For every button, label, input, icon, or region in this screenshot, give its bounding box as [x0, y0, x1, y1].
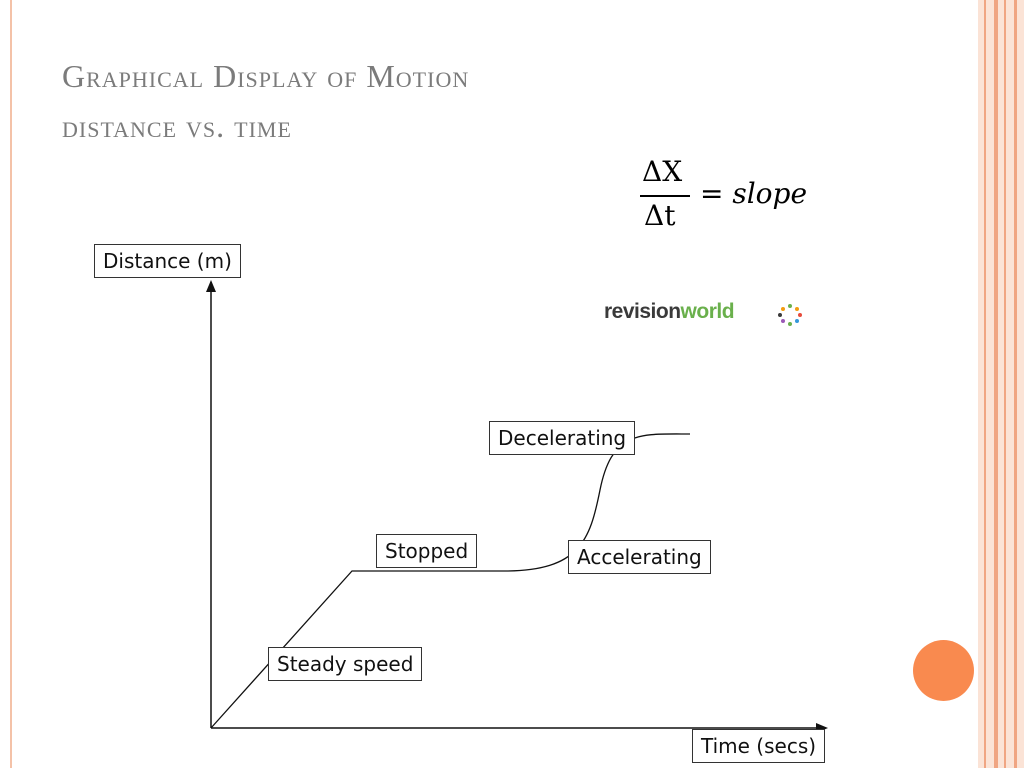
formula-denominator: Δt: [644, 199, 676, 232]
formula-numerator: ΔX: [642, 155, 683, 188]
logo-dots-icon: [778, 304, 802, 326]
logo-text-revision: revision: [604, 300, 681, 323]
logo-text-world: world: [680, 300, 735, 323]
band-stripe: [984, 0, 986, 768]
label-stopped: Stopped: [376, 534, 478, 568]
left-border-line: [10, 0, 12, 768]
y-axis-label: Distance (m): [94, 244, 241, 278]
revisionworld-logo: revisionworld: [604, 300, 802, 326]
label-accelerating: Accelerating: [568, 540, 711, 574]
slide-title: Graphical Display of Motion: [62, 58, 470, 94]
formula-rhs: = slope: [700, 177, 808, 210]
label-decelerating: Decelerating: [489, 421, 636, 455]
slope-formula: ΔX Δt = slope: [640, 155, 840, 245]
band-stripe: [1004, 0, 1006, 768]
slide-subtitle: distance vs. time: [62, 108, 292, 144]
band-stripe: [994, 0, 998, 768]
x-axis-label: Time (secs): [692, 729, 826, 763]
label-steady-speed: Steady speed: [268, 647, 423, 681]
band-stripe: [1014, 0, 1017, 768]
accent-circle: [913, 640, 974, 701]
fraction-bar: [640, 195, 690, 197]
motion-curve: [210, 433, 691, 729]
